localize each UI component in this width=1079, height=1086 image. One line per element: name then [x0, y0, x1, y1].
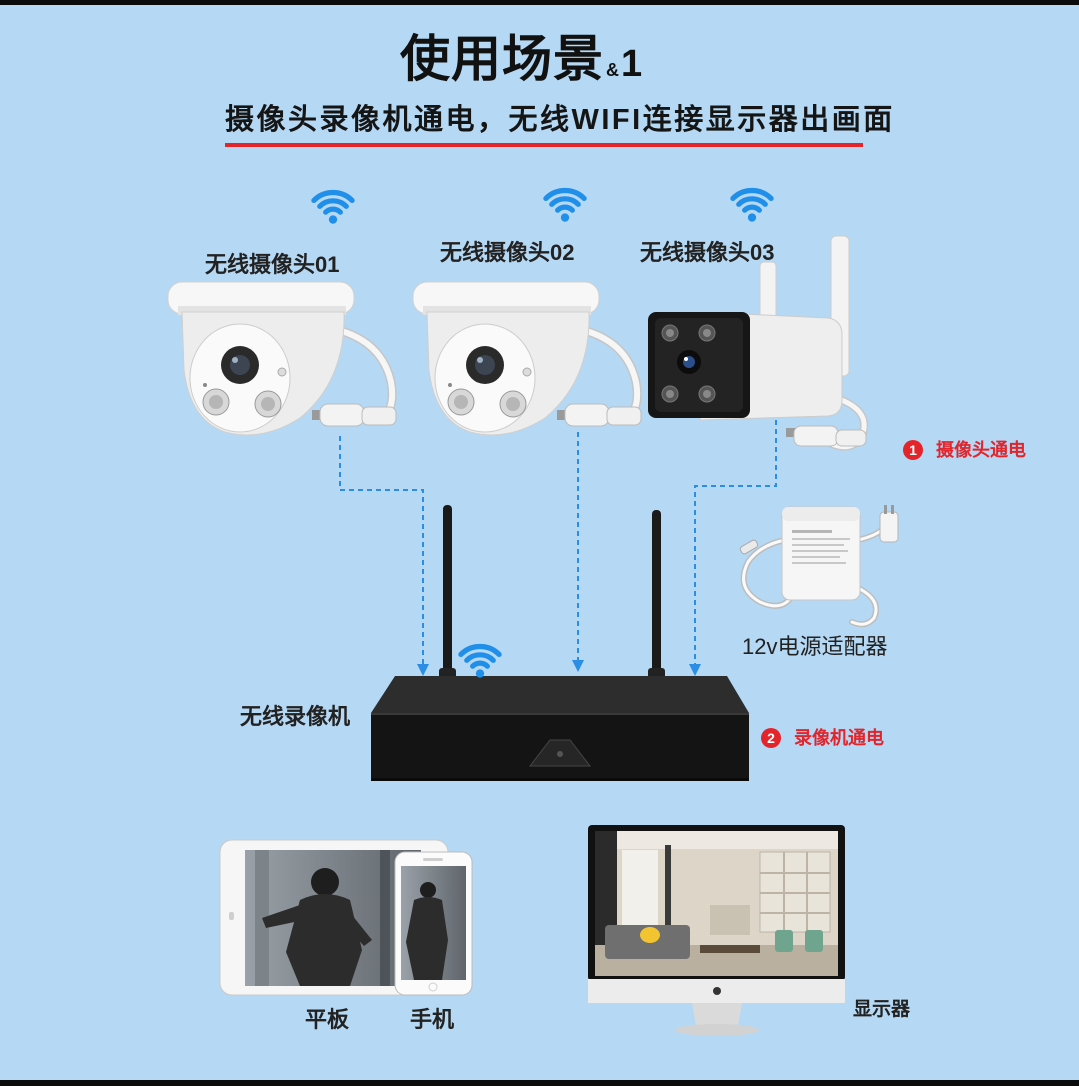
subtitle-underline: [225, 143, 863, 147]
wifi-icon: [307, 186, 359, 224]
camera-03-label: 无线摄像头03: [640, 240, 775, 265]
tablet-label: 平板: [305, 1007, 350, 1032]
line-camera-03: [689, 420, 777, 676]
bullet-camera-03: [648, 235, 869, 451]
step-2-badge: 2: [761, 728, 781, 748]
wifi-icon: [539, 184, 591, 222]
camera-01-label: 无线摄像头01: [205, 252, 340, 277]
dome-camera-02: [413, 282, 641, 435]
monitor-device: [588, 825, 845, 1036]
wifi-icon: [454, 640, 506, 678]
phone-label: 手机: [410, 1007, 455, 1032]
dome-camera-01: [168, 282, 396, 435]
phone-device: [394, 851, 473, 996]
title-number: 1: [621, 43, 643, 85]
title-amp: &: [606, 60, 619, 80]
title-main: 使用场景: [400, 31, 604, 87]
subtitle: 摄像头录像机通电，无线WIFI连接显示器出画面: [225, 104, 895, 136]
wifi-icon: [726, 184, 778, 222]
recorder-label: 无线录像机: [240, 704, 351, 729]
step-1-text: 摄像头通电: [936, 440, 1026, 460]
wireless-recorder: [371, 505, 749, 781]
bottom-border: [0, 1080, 1079, 1086]
line-camera-01: [339, 436, 429, 676]
connection-lines: [339, 420, 777, 676]
tablet-device: [219, 839, 449, 996]
camera-02-label: 无线摄像头02: [440, 240, 575, 265]
power-adapter: [739, 505, 899, 628]
top-border: [0, 0, 1079, 5]
step-2-text: 录像机通电: [794, 728, 884, 748]
step-1-badge: 1: [903, 440, 923, 460]
monitor-label: 显示器: [853, 999, 911, 1020]
adapter-label: 12v电源适配器: [742, 634, 888, 659]
page-title: 使用场景&1: [400, 34, 642, 84]
